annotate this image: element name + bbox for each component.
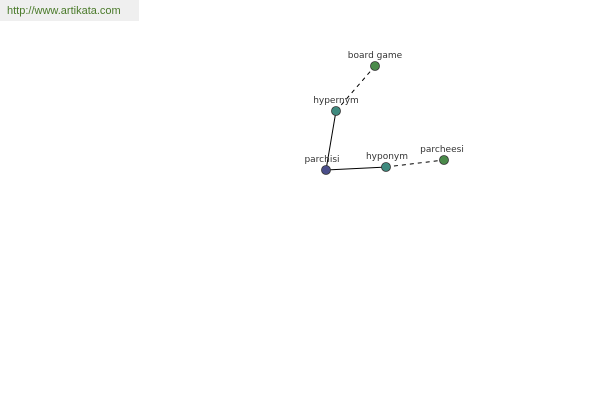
node-parcheesi[interactable]: parcheesi [420,145,464,165]
node-parcheesi-label[interactable]: parcheesi [420,145,464,155]
node-parcheesi-dot[interactable] [439,155,449,165]
edge-parchisi-hypernym [325,110,337,171]
node-hypernym[interactable]: hypernym [313,96,359,116]
node-board-game-label[interactable]: board game [348,51,403,61]
node-hypernym-label[interactable]: hypernym [313,96,359,106]
node-hyponym-label[interactable]: hyponym [366,152,408,162]
node-parchisi[interactable]: parchisi [304,155,340,175]
node-hyponym-dot[interactable] [381,162,391,172]
node-board-game-dot[interactable] [370,61,380,71]
edge-parchisi-hyponym [325,166,387,171]
site-url-link[interactable]: http://www.artikata.com [0,0,139,21]
node-hypernym-dot[interactable] [331,106,341,116]
node-parchisi-label[interactable]: parchisi [304,155,339,165]
node-hyponym[interactable]: hyponym [366,152,408,172]
node-parchisi-dot[interactable] [321,165,331,175]
node-board-game[interactable]: board game [348,51,403,71]
edge-hyponym-parcheesi [385,159,445,168]
edge-hypernym-board-game [335,65,376,112]
